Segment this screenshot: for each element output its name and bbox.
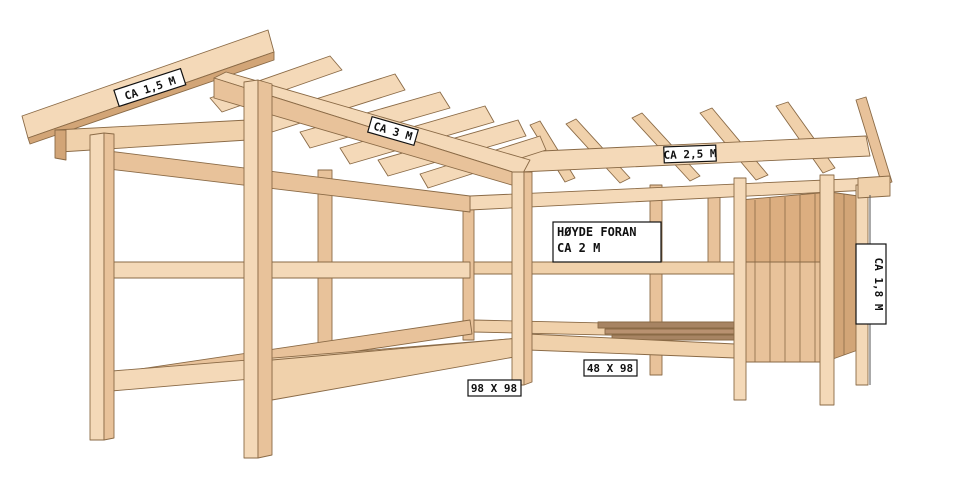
rafter-end <box>855 96 893 186</box>
label-roof-right-length: CA 2,5 M <box>663 144 717 164</box>
back-post-right <box>707 189 721 266</box>
label-beam-size: 48 X 98 <box>583 359 638 377</box>
left-rear-beam-side <box>54 129 67 161</box>
left-post-front-side <box>257 79 273 459</box>
box-board-lines <box>754 194 845 362</box>
box-post-front-right <box>819 174 835 406</box>
left-post-rear-side <box>103 132 115 441</box>
label-rear-height-text: CA 1,8 M <box>872 258 885 311</box>
floor-slat <box>604 328 736 335</box>
right-top-beam-end <box>857 175 891 199</box>
center-post-side <box>523 171 533 386</box>
center-post <box>511 171 525 386</box>
left-roof-side-beam-bottom <box>27 51 275 145</box>
label-box <box>366 115 420 147</box>
left-rail-middle-front <box>99 261 471 279</box>
label-box <box>663 144 717 164</box>
wood-structure <box>21 29 893 459</box>
cladded-box <box>733 174 869 406</box>
label-post-size-text: 98 X 98 <box>471 382 517 395</box>
label-front-height-line1: HØYDE FORAN <box>557 225 636 239</box>
label-post-size: 98 X 98 <box>467 379 522 397</box>
label-box <box>583 359 638 377</box>
floor-slat <box>597 321 736 329</box>
label-box <box>467 379 522 397</box>
label-front-height: HØYDE FORAN CA 2 M <box>552 221 662 263</box>
label-beam-size-text: 48 X 98 <box>587 362 633 375</box>
label-roof-right-length-text: CA 2,5 M <box>663 147 717 162</box>
label-box <box>855 243 887 325</box>
left-post-front <box>243 79 259 459</box>
label-box <box>552 221 662 263</box>
label-box <box>113 67 187 108</box>
box-post-front-left <box>733 177 747 401</box>
left-post-rear <box>89 132 105 441</box>
label-rear-height: CA 1,8 M <box>855 195 887 385</box>
label-front-height-line2: CA 2 M <box>557 241 600 255</box>
